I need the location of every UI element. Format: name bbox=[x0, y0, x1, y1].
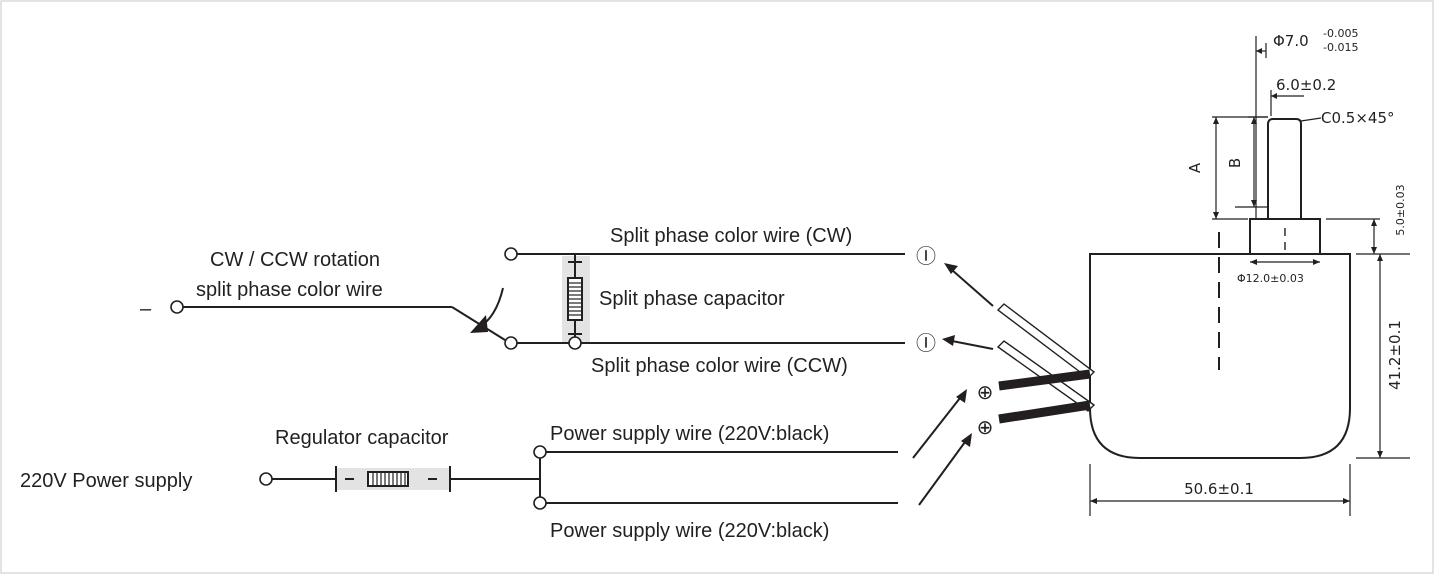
rotation-label-line1: CW / CCW rotation bbox=[210, 249, 380, 271]
cw-wire-label: Split phase color wire (CW) bbox=[610, 225, 852, 247]
ccw-terminal bbox=[504, 336, 518, 350]
motor-boss bbox=[1249, 218, 1321, 255]
arrow-head-power-bottom bbox=[961, 433, 972, 447]
shaft-diameter-label: Φ7.0 bbox=[1273, 32, 1309, 50]
regulator-capacitor-label: Regulator capacitor bbox=[275, 427, 449, 449]
power-supply-label: 220V Power supply bbox=[20, 470, 192, 492]
power-junction-top bbox=[533, 445, 547, 459]
power-top-symbol: ⊕ bbox=[977, 382, 994, 404]
dimension-b-label: B bbox=[1226, 158, 1244, 168]
arrow-head-ccw bbox=[942, 335, 955, 346]
boss-height-label: 5.0±0.03 bbox=[1394, 184, 1407, 235]
power-wire-bottom-label: Power supply wire (220V:black) bbox=[550, 520, 829, 542]
ccw-symbol: Ⓘ bbox=[916, 332, 936, 355]
shaft-tolerance-upper: -0.005 bbox=[1323, 27, 1358, 40]
rotation-terminal bbox=[170, 300, 184, 314]
chamfer-label: C0.5×45° bbox=[1321, 109, 1394, 127]
rotation-switch: – CW / CCW rotation split phase color wi… bbox=[140, 249, 506, 341]
dimension-lines: Φ7.0 -0.005 -0.015 6.0±0.2 C0.5×45° A B … bbox=[1089, 27, 1410, 516]
power-junction-bottom bbox=[533, 496, 547, 510]
body-height-label: 41.2±0.1 bbox=[1386, 320, 1404, 390]
body-width-label: 50.6±0.1 bbox=[1184, 480, 1254, 498]
split-capacitor-label: Split phase capacitor bbox=[599, 288, 785, 310]
switch-arrow-icon bbox=[470, 315, 488, 333]
capacitor-junction bbox=[568, 336, 582, 350]
lead-power-wire-bottom bbox=[998, 400, 1091, 424]
boss-diameter-label: Φ12.0±0.03 bbox=[1237, 272, 1304, 285]
lead-power-wire-top bbox=[998, 369, 1091, 391]
ccw-wire-label: Split phase color wire (CCW) bbox=[591, 355, 848, 377]
arrow-head-power-top bbox=[956, 389, 967, 403]
cw-terminal bbox=[504, 247, 518, 261]
lead-arrows: ⊕ ⊕ bbox=[912, 263, 994, 506]
power-wire-top-label: Power supply wire (220V:black) bbox=[550, 423, 829, 445]
split-phase-circuit: Split phase color wire (CW) Split phase … bbox=[504, 225, 936, 377]
power-circuit: 220V Power supply Regulator capacitor Po… bbox=[20, 423, 898, 542]
cw-symbol: Ⓘ bbox=[916, 245, 936, 268]
power-bottom-symbol: ⊕ bbox=[977, 417, 994, 439]
rotation-label-line2: split phase color wire bbox=[196, 279, 383, 301]
arrow-head-cw bbox=[944, 263, 958, 274]
power-terminal bbox=[259, 472, 273, 486]
rotation-minus: – bbox=[140, 298, 152, 320]
regulator-capacitor-icon bbox=[367, 471, 409, 487]
motor-outline bbox=[996, 118, 1351, 459]
motor-body bbox=[1089, 253, 1351, 459]
flat-width-label: 6.0±0.2 bbox=[1276, 76, 1336, 94]
lead-cw-wire bbox=[996, 303, 1096, 379]
dimension-a-label: A bbox=[1186, 162, 1204, 173]
shaft-tolerance-lower: -0.015 bbox=[1323, 41, 1358, 54]
motor-shaft bbox=[1267, 118, 1302, 219]
